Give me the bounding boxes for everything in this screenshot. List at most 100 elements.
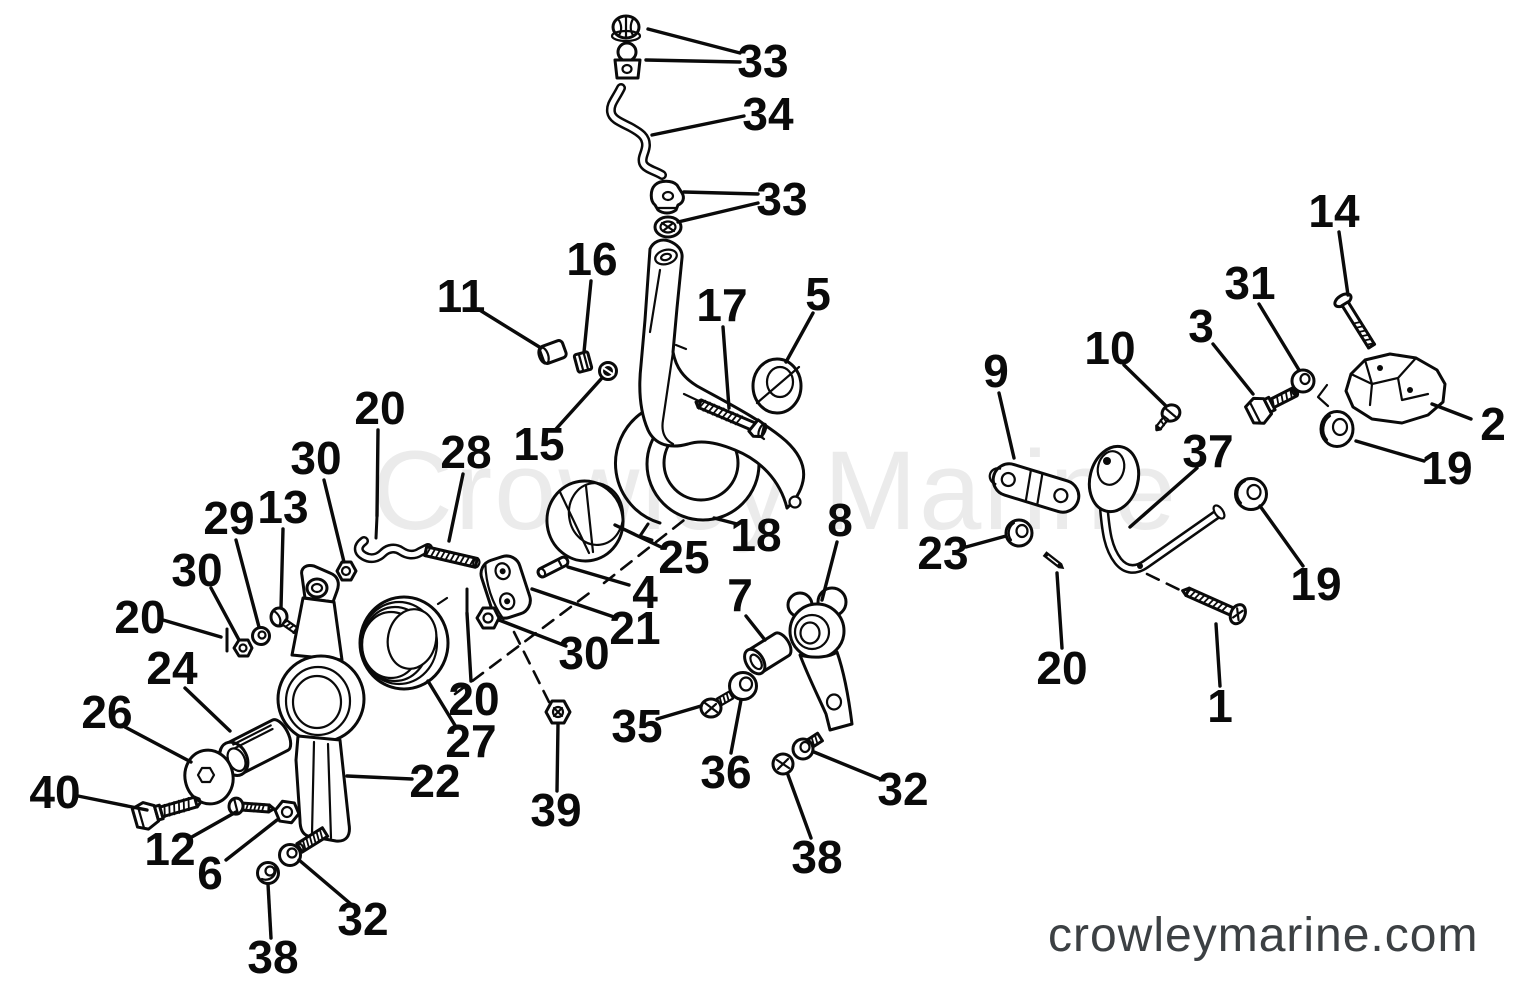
part-clevis-link-9 — [988, 462, 1081, 514]
leader-lines — [76, 27, 1473, 940]
part-shift-link-rod — [605, 83, 667, 180]
leader-line-13 — [279, 527, 285, 610]
leader-line-7 — [744, 614, 767, 642]
leader-line-38-l — [266, 882, 273, 940]
part-nut-30-clamp — [475, 606, 501, 630]
leader-line-35 — [655, 704, 703, 721]
part-paddle-lever-37 — [1087, 444, 1226, 574]
leader-line-27 — [426, 679, 458, 729]
leader-line-24 — [183, 686, 232, 733]
leader-line-38-r — [786, 773, 813, 840]
part-washer-38-left — [256, 861, 280, 885]
part-washer-5 — [751, 357, 803, 415]
leader-line-10 — [1122, 363, 1168, 408]
leader-line-33-mid — [682, 190, 760, 196]
leader-line-37 — [1128, 466, 1199, 529]
part-washer-32-right — [791, 737, 815, 761]
leader-line-28 — [447, 472, 465, 543]
leader-line-15 — [554, 376, 604, 431]
leader-line-22 — [345, 774, 414, 781]
part-coil-bushing-27 — [358, 595, 450, 691]
leader-line-30-b — [209, 586, 241, 642]
part-washer-19-lower — [1234, 477, 1268, 511]
part-bolt-3 — [1244, 386, 1300, 425]
leader-line-1 — [1214, 622, 1222, 688]
leader-line-39 — [555, 722, 560, 793]
site-credit-text: crowleymarine.com — [1048, 909, 1479, 962]
part-pin-20a — [374, 514, 379, 540]
part-swivel-connector-upper — [613, 41, 642, 80]
part-washer-29 — [251, 626, 271, 646]
leader-line-14 — [1337, 230, 1350, 297]
leader-line-19-r — [1258, 504, 1305, 568]
part-clamp-block-21 — [479, 554, 532, 621]
leader-line-20-a — [375, 428, 380, 518]
leader-line-8 — [820, 540, 839, 602]
leader-line-12 — [188, 810, 238, 840]
leader-line-6 — [224, 818, 279, 862]
leader-line-30-c — [497, 618, 568, 648]
part-bushing-11 — [537, 339, 568, 365]
leader-line-19-u — [1354, 439, 1426, 463]
leader-line-33-mid — [676, 201, 760, 224]
leader-line-4 — [566, 565, 631, 587]
part-link-rod-28 — [353, 536, 481, 569]
leader-line-9 — [997, 391, 1016, 460]
leader-line-32-r — [812, 750, 882, 781]
leader-line-16 — [582, 279, 593, 354]
part-shift-lever-22 — [276, 564, 366, 854]
dashed-guide-1 — [602, 511, 695, 585]
leader-line-18 — [712, 516, 739, 526]
part-washer-26 — [183, 748, 235, 806]
dashed-guide-2 — [512, 630, 551, 704]
leader-line-20-c — [465, 611, 473, 683]
leader-line-40 — [76, 794, 149, 812]
part-grommet-19-upper — [1319, 410, 1355, 448]
part-screw-14 — [1333, 292, 1377, 350]
leader-line-26 — [123, 725, 193, 764]
part-pin-4 — [536, 555, 570, 579]
part-nut-15 — [598, 361, 618, 381]
leader-line-25 — [613, 523, 665, 550]
part-throttle-lever-18 — [614, 238, 806, 542]
dashed-guide-0 — [453, 589, 594, 696]
part-screw-1 — [1181, 586, 1247, 626]
part-nut-30b — [232, 638, 254, 658]
part-nut-30a — [335, 560, 358, 582]
leader-line-2 — [1430, 402, 1473, 421]
part-bushing-7 — [743, 631, 793, 676]
leader-line-31 — [1257, 302, 1301, 372]
leader-line-11 — [476, 307, 543, 350]
dashed-guide-lines — [453, 511, 1188, 704]
leader-line-32-l — [297, 858, 354, 907]
part-locknut-mid — [653, 215, 683, 239]
leader-line-33-top — [646, 27, 742, 55]
part-screw-38-right — [771, 752, 795, 776]
leader-line-33-top — [644, 58, 742, 64]
part-washer-36 — [728, 671, 758, 701]
part-swivel-connector-lower — [649, 179, 685, 215]
leader-line-23 — [964, 534, 1008, 549]
part-washer-31 — [1290, 368, 1316, 394]
leader-line-5 — [784, 311, 815, 364]
leader-line-36 — [729, 698, 743, 755]
part-nut-6 — [273, 799, 301, 825]
leader-line-29 — [234, 538, 261, 629]
part-bushing-25 — [545, 479, 625, 563]
leader-line-20-b — [161, 618, 223, 639]
leader-line-30-a — [322, 478, 346, 564]
part-cam-lever-8 — [786, 586, 854, 757]
dashed-guide-3 — [1145, 572, 1188, 595]
part-locknut-top — [610, 14, 642, 43]
leader-line-20-r — [1055, 571, 1064, 650]
leader-line-3 — [1211, 342, 1255, 396]
part-pin-20-right — [1042, 551, 1065, 570]
part-washer-23 — [1004, 518, 1034, 548]
part-washer-32-left — [278, 843, 302, 867]
part-screw-35 — [699, 690, 735, 719]
leader-line-17 — [721, 325, 731, 410]
part-screw-10 — [1155, 403, 1182, 432]
part-nut-16 — [572, 350, 594, 374]
